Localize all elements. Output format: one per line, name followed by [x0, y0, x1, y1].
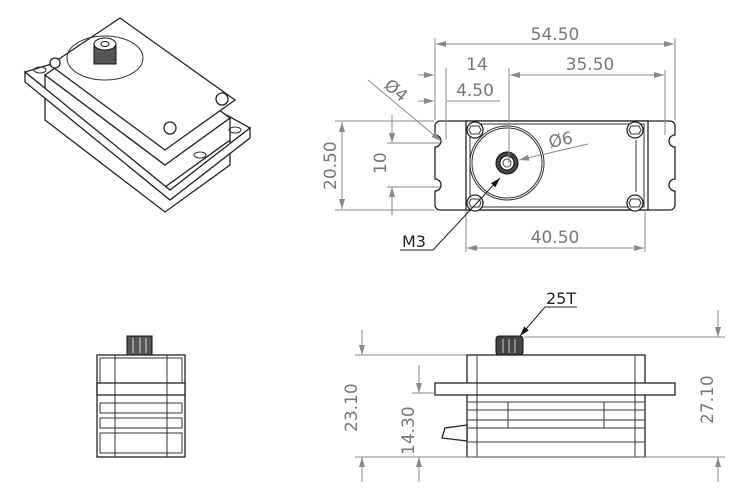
- dim-screw-thread: M3: [402, 232, 426, 251]
- dim-shaft-diameter: Ø6: [547, 128, 575, 153]
- side-view: 23.10 14.30 27.10 25T: [342, 289, 725, 482]
- dim-flange-height: 14.30: [399, 406, 419, 455]
- iso-screw: [49, 57, 61, 69]
- screw-holes: [466, 121, 644, 212]
- dim-shaft-to-end: 35.50: [566, 55, 615, 75]
- side-flange: [434, 382, 676, 396]
- end-view: [96, 335, 186, 458]
- dim-overall-length: 54.50: [531, 25, 580, 45]
- iso-screw: [163, 121, 177, 135]
- dim-slot-diameter: Ø4: [380, 76, 411, 107]
- side-case: [466, 354, 646, 458]
- dim-overall-width: 20.50: [321, 141, 341, 190]
- dim-total-height: 27.10: [698, 375, 718, 424]
- iso-output-circle: [66, 35, 144, 81]
- cable-exit: [441, 424, 468, 442]
- dim-case-height: 23.10: [342, 383, 362, 432]
- top-view: 54.50 14 35.50 4.50 Ø4 Ø6 20.50 10 40.50…: [321, 25, 676, 252]
- dim-slot-spacing: 10: [371, 152, 391, 174]
- iso-screw: [215, 92, 229, 106]
- dim-spline-teeth: 25T: [546, 289, 576, 308]
- output-gear-circle: [469, 125, 545, 201]
- isometric-view: [23, 17, 252, 213]
- dim-case-length: 40.50: [531, 228, 580, 248]
- dim-slot-offset: 4.50: [456, 81, 494, 101]
- dim-shaft-offset: 14: [466, 55, 488, 75]
